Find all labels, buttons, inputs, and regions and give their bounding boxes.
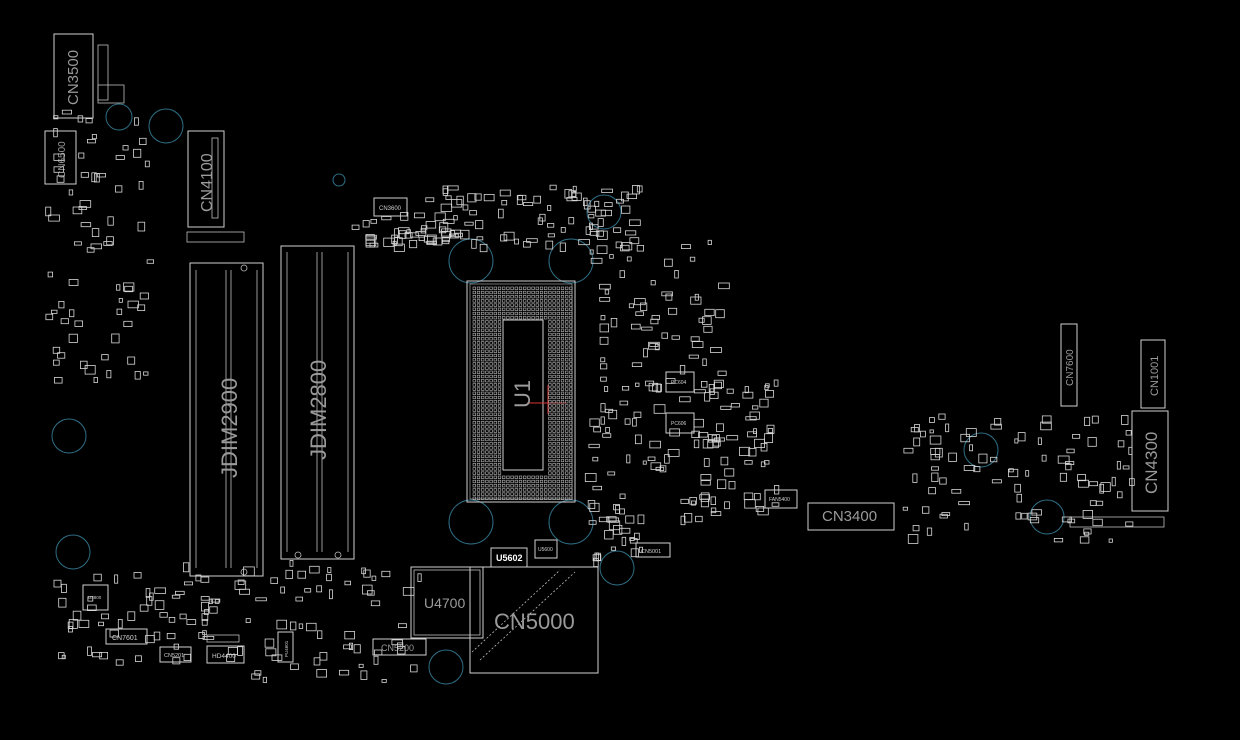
component-pc606[interactable]: PC606 (665, 412, 695, 434)
cn3600-label: CN3600 (379, 206, 402, 212)
connector-hd4400[interactable]: HD4400 (206, 634, 245, 664)
cn5001-label: CN5001 (641, 549, 661, 555)
u4700-label: U4700 (424, 595, 465, 611)
mounting-hole (105, 103, 133, 131)
u5600-label: U5600 (538, 547, 553, 553)
u3800-label: U3800 (88, 595, 102, 600)
chip-u5602[interactable]: U5602 (490, 547, 528, 568)
mounting-hole (586, 194, 622, 230)
connector-cn7600[interactable]: CN7600 (1060, 323, 1078, 407)
connector-cn3600[interactable]: CN3600 (373, 197, 408, 217)
cn5000-label: CN5000 (494, 609, 575, 634)
connector-cn4100[interactable]: CN4100 (186, 130, 245, 243)
dimm-slot-jdim2900[interactable]: JDIM2900 (189, 262, 264, 577)
mounting-hole (599, 550, 635, 586)
cn4300-label: CN4300 (1142, 432, 1161, 494)
cn4100-label: CN4100 (199, 153, 216, 212)
cn7601-label: CN7601 (112, 635, 138, 642)
mounting-hole (448, 499, 494, 545)
cn5201-label: CN5201 (164, 653, 184, 659)
pu4601-label: PU4601 (284, 640, 289, 657)
bga-ball-grid (472, 286, 573, 500)
mounting-hole (148, 108, 184, 144)
small-components (45, 109, 1135, 683)
cn6500-label: CN6500 (57, 141, 68, 178)
connector-cn5001[interactable]: CN5001 (635, 542, 671, 558)
connector-cn7601[interactable]: CN7601 (105, 628, 148, 645)
u1-label: U1 (510, 380, 535, 408)
mounting-hole (963, 432, 999, 468)
chip-u3800[interactable]: U3800 (82, 584, 109, 611)
mounting-hole (428, 649, 464, 685)
cn3400-label: CN3400 (822, 508, 877, 525)
cn3500-label: CN3500 (65, 50, 82, 105)
connector-cn6500[interactable]: CN6500 (44, 130, 77, 185)
pc604-label: PC604 (671, 380, 687, 386)
mounting-hole (55, 534, 91, 570)
mounting-hole (448, 238, 494, 284)
chip-u5600[interactable]: U5600 (534, 539, 558, 559)
pc606-label: PC606 (671, 421, 687, 427)
mounting-hole (548, 238, 594, 284)
connector-cn5200[interactable]: CN5200 (372, 638, 427, 656)
cn1001-label: CN1001 (1149, 356, 1161, 396)
connector-cn5201[interactable]: CN5201 (159, 646, 192, 663)
component-pc604[interactable]: PC604 (665, 371, 695, 393)
connector-cn3500[interactable]: CN3500 (53, 33, 125, 119)
mounting-hole (548, 499, 594, 545)
jdim2900-label: JDIM2900 (217, 378, 242, 478)
jdim2800-label: JDIM2800 (306, 360, 331, 460)
mounting-holes (51, 103, 1065, 685)
mounting-hole (332, 173, 346, 187)
chip-u4700[interactable]: U4700 (410, 566, 484, 639)
mounting-hole (51, 418, 87, 454)
dimm-slot-jdim2800[interactable]: JDIM2800 (280, 245, 355, 560)
connector-cn5000[interactable]: CN5000 (469, 566, 599, 674)
hd4400-label: HD4400 (212, 653, 236, 660)
mounting-hole (1029, 499, 1065, 535)
fan5400-label: FAN5400 (769, 497, 790, 503)
connector-cn1001[interactable]: CN1001 (1140, 339, 1166, 409)
component-pu4601[interactable]: PU4601 (277, 631, 294, 663)
cpu-u1[interactable]: U1 (466, 280, 576, 503)
connector-cn3400[interactable]: CN3400 (807, 502, 895, 531)
cn7600-label: CN7600 (1065, 349, 1076, 386)
u5602-label: U5602 (496, 553, 523, 563)
connector-fan5400[interactable]: FAN5400 (764, 489, 798, 509)
